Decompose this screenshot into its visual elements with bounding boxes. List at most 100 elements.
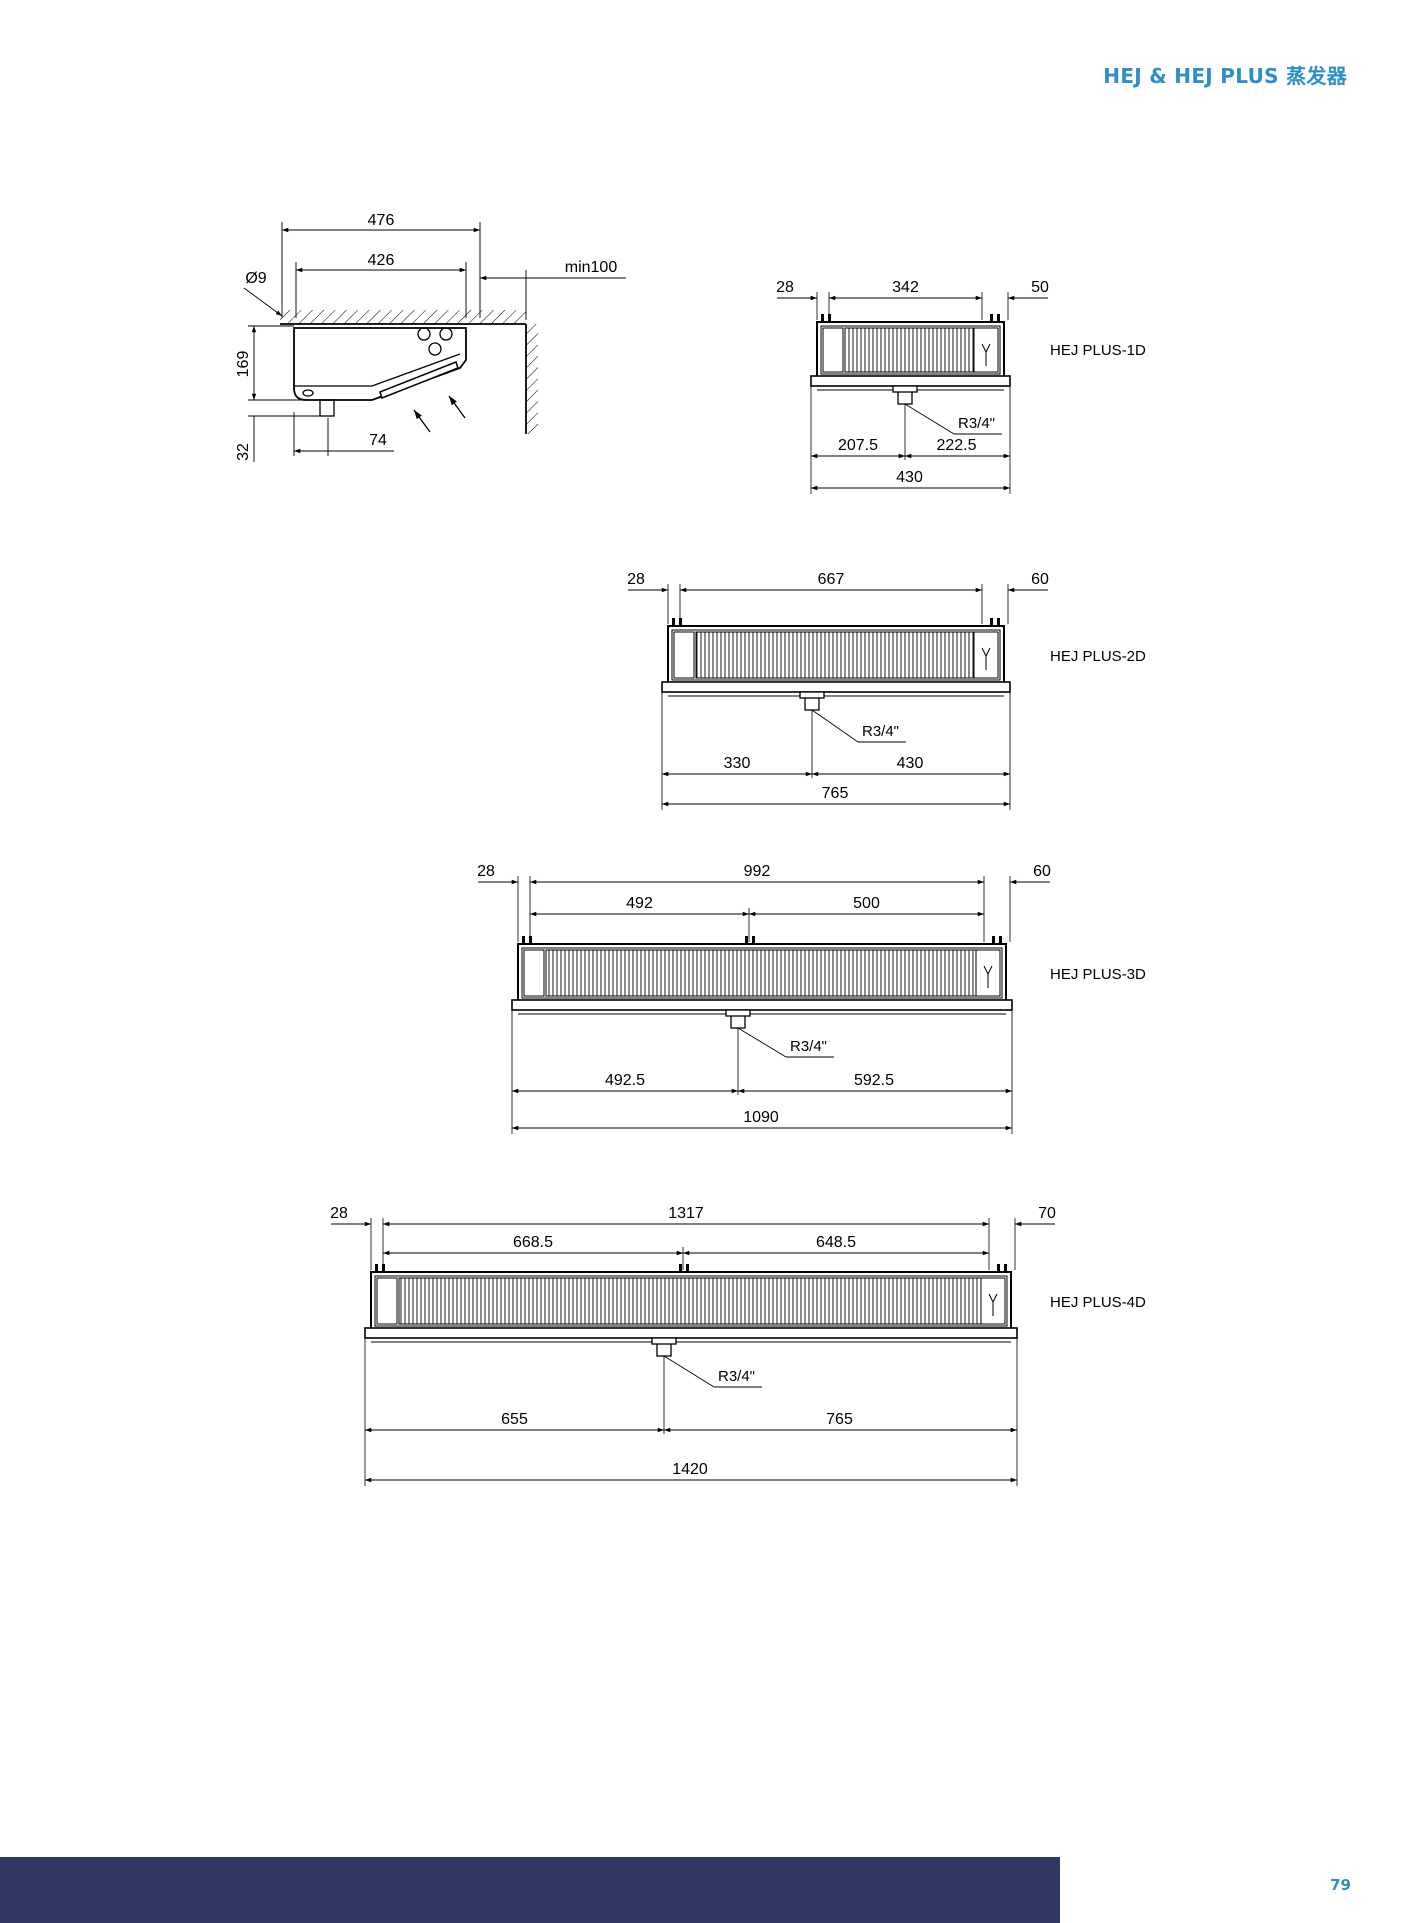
dim-label-bottom-left: 655 <box>501 1411 528 1428</box>
front-view-1 <box>777 292 1048 494</box>
side-view-labels: 476 426 min100 Ø9 169 32 74 <box>235 212 617 461</box>
dim-label-426: 426 <box>368 252 395 269</box>
dim-label-left: 28 <box>477 863 495 880</box>
mounting-stud <box>999 936 1002 944</box>
dim-label-left: 28 <box>627 571 645 588</box>
drain-label: R3/4" <box>862 723 899 740</box>
mounting-stud <box>1004 1264 1007 1272</box>
leader-line <box>811 709 859 743</box>
dim-label-total: 765 <box>822 785 849 802</box>
mount-hole <box>302 389 314 397</box>
dim-label-bottom-left: 330 <box>724 755 751 772</box>
mounting-stud <box>997 618 1000 626</box>
drain-label: R3/4" <box>718 1368 755 1385</box>
dim-label-right: 60 <box>1033 863 1051 880</box>
drain-nipple <box>319 399 335 417</box>
dim-label-right: 50 <box>1031 279 1049 296</box>
drain-label: R3/4" <box>790 1038 827 1055</box>
leader-line <box>904 403 955 435</box>
dim-label-bottom-left: 207.5 <box>838 437 878 454</box>
unit-body <box>293 327 467 401</box>
side-view-drawing <box>243 222 626 462</box>
dim-label-left: 28 <box>330 1205 348 1222</box>
dim-label-span: 1317 <box>668 1205 704 1222</box>
dim-label-right: 60 <box>1031 571 1049 588</box>
coil-fins <box>844 327 975 373</box>
mounting-stud <box>375 1264 378 1272</box>
dim-label-bottom-left: 492.5 <box>605 1072 645 1089</box>
mounting-stud <box>679 1264 682 1272</box>
ceiling-hatch <box>280 310 526 324</box>
dim-label-span: 342 <box>892 279 919 296</box>
mounting-stud <box>821 314 824 322</box>
fan-bar <box>379 361 459 399</box>
dim-label-right: 70 <box>1038 1205 1056 1222</box>
flow-symbol-icon <box>983 965 993 988</box>
drip-tray <box>810 375 1011 387</box>
footer-bar <box>0 1857 1060 1923</box>
dim-label-bottom-right: 592.5 <box>854 1072 894 1089</box>
end-panel <box>822 327 844 373</box>
model-name-label: HEJ PLUS-3D <box>1050 966 1146 983</box>
mounting-stud <box>997 1264 1000 1272</box>
drain-label: R3/4" <box>958 415 995 432</box>
coil-fins <box>545 949 977 997</box>
unit-slope-line <box>371 353 461 387</box>
coil-frame <box>820 325 1001 375</box>
end-panel <box>673 631 695 679</box>
mounting-stud <box>686 1264 689 1272</box>
mounting-stud <box>382 1264 385 1272</box>
drip-tray <box>661 681 1011 693</box>
coil-frame <box>374 1275 1008 1327</box>
leader-line <box>737 1027 787 1058</box>
mounting-stud <box>992 936 995 944</box>
drip-tray <box>364 1327 1018 1339</box>
model-name-label: HEJ PLUS-2D <box>1050 648 1146 665</box>
dim-label-span: 667 <box>818 571 845 588</box>
mounting-stud <box>990 618 993 626</box>
coil-frame <box>671 629 1001 681</box>
dim-label-total: 1090 <box>743 1109 779 1126</box>
air-flow-arrow <box>448 395 466 419</box>
front-view-4 <box>331 1218 1055 1486</box>
mounting-stud <box>679 618 682 626</box>
model-name-label: HEJ PLUS-1D <box>1050 342 1146 359</box>
air-flow-arrow <box>413 409 431 433</box>
coil-frame <box>521 947 1003 999</box>
mounting-stud <box>745 936 748 944</box>
dim-label-hole: Ø9 <box>245 270 266 287</box>
dim-label-bottom-right: 430 <box>897 755 924 772</box>
leader-line <box>663 1355 715 1388</box>
page-number: 79 <box>1330 1876 1351 1894</box>
mounting-stud <box>828 314 831 322</box>
page-header-title: HEJ & HEJ PLUS 蒸发器 <box>1103 64 1347 88</box>
mounting-stud <box>997 314 1000 322</box>
mounting-stud <box>522 936 525 944</box>
flow-symbol-icon <box>981 647 991 670</box>
dim-label-mid-left: 492 <box>626 895 653 912</box>
mounting-stud <box>672 618 675 626</box>
mounting-stud <box>752 936 755 944</box>
mounting-stud <box>990 314 993 322</box>
dim-label-mid-right: 648.5 <box>816 1234 856 1251</box>
dim-label-total: 430 <box>896 469 923 486</box>
dim-label-mid-right: 500 <box>853 895 880 912</box>
connection-circle <box>439 327 453 341</box>
dim-label-74: 74 <box>369 432 387 449</box>
front-view-2 <box>628 584 1048 810</box>
model-name-label: HEJ PLUS-4D <box>1050 1294 1146 1311</box>
coil-fins <box>398 1277 982 1325</box>
front-view-3 <box>478 876 1050 1134</box>
end-panel <box>523 949 545 997</box>
flow-symbol-icon <box>988 1293 998 1316</box>
dim-label-169: 169 <box>235 351 252 378</box>
drip-tray <box>511 999 1013 1011</box>
dim-label-bottom-right: 222.5 <box>936 437 976 454</box>
leader-line <box>243 287 283 317</box>
connection-circle <box>428 342 442 356</box>
dim-label-476: 476 <box>368 212 395 229</box>
dim-label-32: 32 <box>235 443 252 461</box>
coil-fins <box>695 631 975 679</box>
dim-label-mid-left: 668.5 <box>513 1234 553 1251</box>
